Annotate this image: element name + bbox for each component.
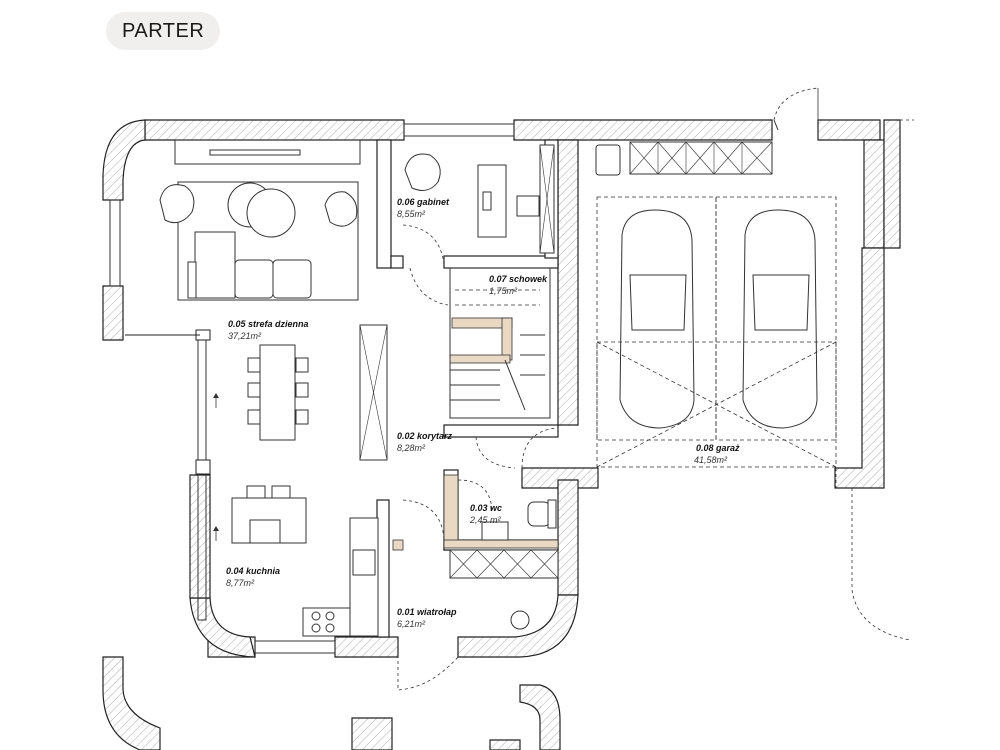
room-name-wc: 0.03 wc bbox=[470, 503, 502, 513]
tv-cabinet bbox=[174, 139, 361, 165]
room-area-gabinet: 8,55m² bbox=[397, 209, 426, 219]
room-name-kuchnia: 0.04 kuchnia bbox=[226, 566, 280, 576]
room-area-wc: 2,45 m² bbox=[469, 515, 502, 525]
room-name-schowek: 0.07 schowek bbox=[489, 274, 548, 284]
floor-label: PARTER bbox=[122, 19, 205, 42]
kitchen-counter bbox=[302, 517, 379, 637]
room-name-korytarz: 0.02 korytarz bbox=[397, 431, 453, 441]
kitchen-island bbox=[231, 485, 307, 544]
outer-walls bbox=[102, 119, 901, 658]
room-name-garaz: 0.08 garaż bbox=[696, 443, 740, 453]
floor-label-badge: PARTER bbox=[106, 12, 221, 50]
living-furniture bbox=[159, 181, 359, 301]
gabinet-window bbox=[403, 123, 515, 137]
entry-wardrobe bbox=[449, 549, 559, 630]
arrow-markers bbox=[213, 393, 219, 541]
corridor-wardrobe bbox=[359, 324, 388, 461]
tv-icon bbox=[209, 149, 301, 156]
room-name-gabinet: 0.06 gabinet bbox=[397, 197, 450, 207]
room-area-schowek: 1,75m² bbox=[489, 286, 518, 296]
room-area-garaz: 41,58m² bbox=[694, 455, 728, 465]
dining-table bbox=[247, 344, 309, 441]
room-area-korytarz: 8,28m² bbox=[397, 443, 426, 453]
door-swings bbox=[397, 87, 914, 691]
terrace-walls bbox=[102, 656, 561, 750]
room-name-wiatrolap: 0.01 wiatrołap bbox=[397, 607, 457, 617]
room-area-wiatrolap: 6,21m² bbox=[397, 619, 426, 629]
room-name-strefa-dzienna: 0.05 strefa dzienna bbox=[228, 319, 309, 329]
wc-fixtures bbox=[481, 499, 557, 541]
room-area-strefa-dzienna: 37,21m² bbox=[228, 331, 262, 341]
garage-storage bbox=[595, 141, 773, 176]
garage-bays bbox=[596, 196, 837, 468]
staircase bbox=[449, 267, 551, 419]
gabinet-furniture bbox=[404, 144, 555, 254]
room-area-kuchnia: 8,77m² bbox=[226, 578, 255, 588]
